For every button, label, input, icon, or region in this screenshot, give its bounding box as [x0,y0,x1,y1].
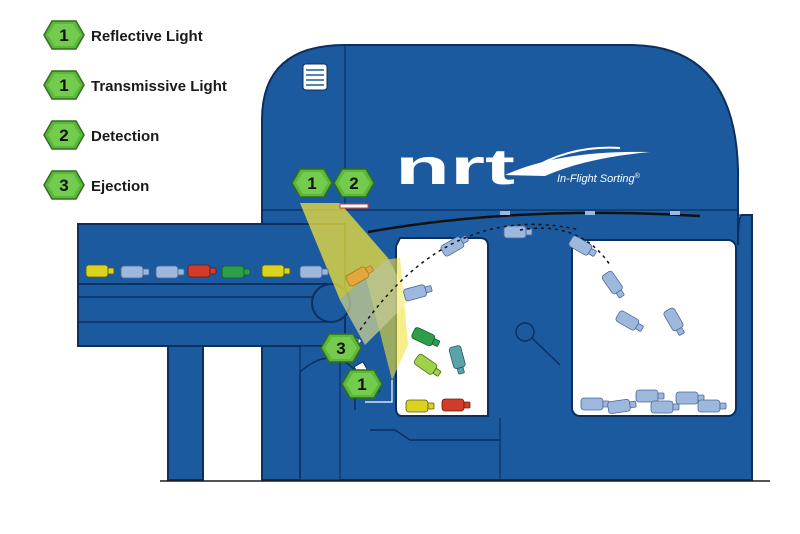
legend-item-detection: 2 Detection [43,120,159,150]
support-leg [167,345,204,481]
reject-window [395,237,489,417]
callout-ejection: 3 [320,333,362,363]
ejection-trajectory [359,223,581,331]
deflector-plate [367,211,701,234]
detection-sensor [339,203,369,209]
legend: 1 Reflective Light 1 Transmissive Light … [43,20,227,200]
callout-number: 2 [349,174,358,193]
conveyor-frame [77,223,351,481]
callout-reflective: 1 [291,168,333,198]
legend-label: Ejection [91,178,149,195]
legend-number: 1 [59,76,68,95]
vent-grille-icon [302,63,328,91]
brand-logo: nrt In-Flight Sorting® [395,139,650,195]
swoosh-icon [505,151,650,176]
tagline: In-Flight Sorting® [557,172,641,185]
callout-number: 1 [307,174,316,193]
callout-transmissive: 1 [341,369,383,399]
accept-trajectory [519,227,611,266]
callout-number: 3 [336,339,345,358]
legend-label: Transmissive Light [91,78,227,95]
callout-detection: 2 [333,168,375,198]
legend-item-reflective-light: 1 Reflective Light [43,20,203,50]
legend-number: 3 [59,176,68,195]
callout-number: 1 [357,375,366,394]
pivot-knob [515,322,535,342]
legend-label: Reflective Light [91,28,203,45]
legend-item-ejection: 3 Ejection [43,170,149,200]
legend-number: 1 [59,26,68,45]
legend-number: 2 [59,126,68,145]
logo-text: nrt [395,139,516,195]
legend-item-transmissive-light: 1 Transmissive Light [43,70,227,100]
legend-label: Detection [91,128,159,145]
